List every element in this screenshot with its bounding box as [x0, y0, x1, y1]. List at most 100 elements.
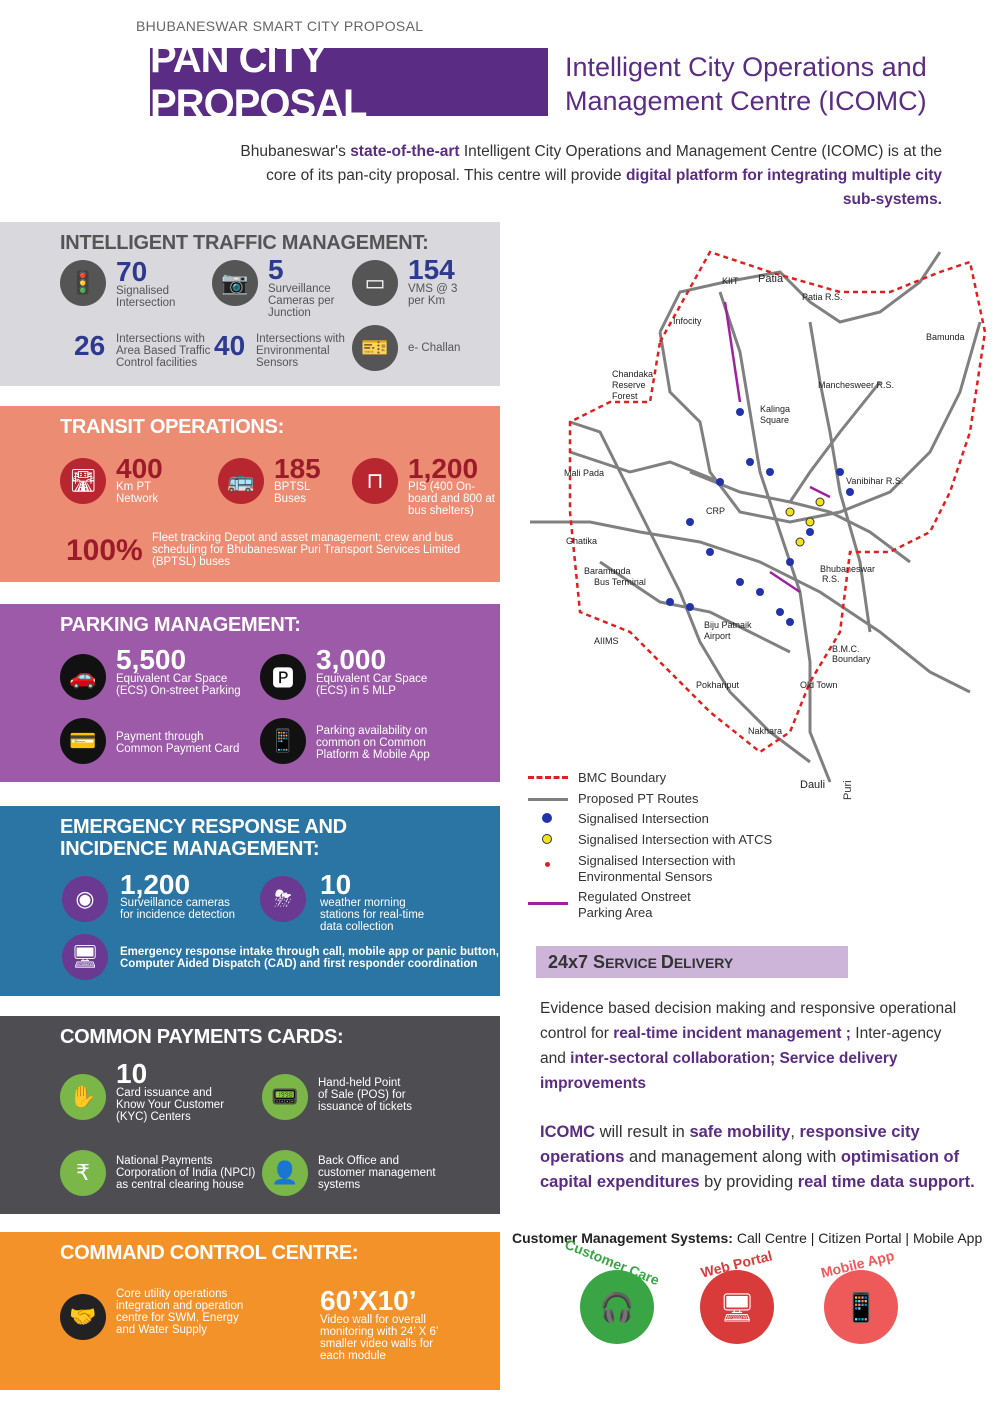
- map-label: Dauli: [800, 779, 825, 791]
- emergency-title-1: EMERGENCY RESPONSE AND: [60, 816, 347, 838]
- payments-stat-10: 10: [116, 1058, 148, 1089]
- bus-icon: 🚌: [218, 458, 264, 504]
- info-sign-icon: ⊓: [352, 458, 398, 504]
- city-map: KIIT Patia Patia R.S. Infocity Chandaka …: [530, 250, 987, 791]
- signalised-intersections: [666, 408, 854, 626]
- map-label: Boundary: [832, 654, 871, 664]
- parking-stat-5500: 5,500: [116, 644, 187, 675]
- subtitle-line-2: Management Centre (ICOMC): [565, 86, 927, 116]
- legend-label: Environmental Sensors: [578, 869, 713, 884]
- emergency-title-2: INCIDENCE MANAGEMENT:: [60, 838, 320, 860]
- subtitle-line-1: Intelligent City Operations and: [565, 52, 927, 82]
- traffic-stat-5: 5: [268, 254, 284, 285]
- traffic-stat-40: 40: [214, 330, 246, 361]
- map-label: Nakhara: [748, 726, 782, 736]
- legend-label: Signalised Intersection with: [578, 853, 736, 868]
- intro-text: Bhubaneswar's: [240, 143, 351, 160]
- parking-desc: Equivalent Car Space(ECS) in 5 MLP: [316, 673, 428, 697]
- intro-text: Intelligent City Operations and Manageme…: [266, 143, 942, 184]
- road-icon: 🛣: [60, 458, 106, 504]
- transit-stat-1200: 1,200: [408, 453, 479, 484]
- map-label: Old Town: [800, 680, 837, 690]
- map-label: Forest: [612, 391, 638, 401]
- computer-icon: 🖥: [700, 1270, 774, 1344]
- atcs-intersections: [785, 497, 825, 547]
- intro-paragraph: Bhubaneswar's state-of-the-art Intellige…: [230, 140, 942, 212]
- emergency-stat-10: 10: [320, 869, 352, 900]
- headset-icon: 🎧: [580, 1270, 654, 1344]
- emergency-stat-1200: 1,200: [120, 869, 191, 900]
- parking-areas: [723, 301, 831, 594]
- intro-highlight: state-of-the-art: [350, 143, 460, 160]
- map-label: KIIT: [722, 276, 739, 286]
- map-label: AIIMS: [594, 636, 619, 646]
- legend-parking-swatch: [528, 902, 568, 905]
- legend-boundary-swatch: [528, 776, 568, 779]
- challan-icon: 🎫: [352, 325, 398, 371]
- operator-desk-icon: 🖥: [62, 934, 108, 980]
- emergency-desc: Emergency response intake through call, …: [120, 946, 499, 970]
- card-hand-icon: ✋: [60, 1074, 106, 1120]
- parking-lot-icon: 🅿: [260, 654, 306, 700]
- map-label-puri: Puri: [842, 780, 854, 800]
- map-label: Patia R.S.: [802, 292, 843, 302]
- storm-cloud-icon: ⛈: [260, 876, 306, 922]
- intro-highlight: digital platform for integrating multipl…: [625, 167, 942, 208]
- map-label: Bhubaneswar: [820, 564, 875, 574]
- map-label: Bamunda: [926, 332, 965, 342]
- camera-icon: 📷: [212, 260, 258, 306]
- service-delivery-heading: 24x7 SERVICE DELIVERY: [536, 946, 848, 978]
- command-title: COMMAND CONTROL CENTRE:: [60, 1242, 359, 1264]
- legend-label: Signalised Intersection: [578, 811, 709, 826]
- map-label: Airport: [704, 631, 731, 641]
- traffic-stat-26: 26: [74, 330, 106, 361]
- mobile-app-icon: 📱: [260, 718, 306, 764]
- legend-route-swatch: [528, 798, 568, 801]
- map-label: Reserve: [612, 380, 646, 390]
- pos-terminal-icon: 📟: [262, 1074, 308, 1120]
- legend-label: Signalised Intersection with ATCS: [578, 832, 773, 847]
- evidence-paragraph: Evidence based decision making and respo…: [540, 1000, 957, 1092]
- page-title: PAN CITY PROPOSAL: [150, 37, 548, 126]
- support-agent-icon: 👤: [262, 1150, 308, 1196]
- traffic-stat-154: 154: [408, 254, 455, 285]
- map-label: Kalinga: [760, 404, 790, 414]
- card-payment-icon: 💳: [60, 718, 106, 764]
- legend-signal-swatch: [542, 813, 552, 823]
- handshake-icon: 🤝: [60, 1294, 106, 1340]
- bmc-boundary: [568, 250, 987, 754]
- traffic-stat-70: 70: [116, 256, 148, 287]
- map-label: Vanibihar R.S.: [846, 476, 903, 486]
- billboard-icon: ▭: [352, 260, 398, 306]
- transit-stat-100: 100%: [66, 534, 143, 567]
- parking-stat-3000: 3,000: [316, 644, 387, 675]
- map-label: CRP: [706, 506, 725, 516]
- map-label: Biju Patnaik: [704, 620, 752, 630]
- map-label: Patia: [758, 273, 784, 285]
- legend-label: Parking Area: [578, 905, 653, 920]
- legend-label: Regulated Onstreet: [578, 889, 691, 904]
- map-label: R.S.: [822, 574, 840, 584]
- legend-sensor-swatch: [545, 862, 550, 867]
- transit-stat-400: 400: [116, 453, 163, 484]
- smartphone-icon: 📱: [824, 1270, 898, 1344]
- map-label: Ghatika: [566, 536, 597, 546]
- page-subtitle: Intelligent City Operations and Manageme…: [565, 50, 995, 118]
- legend-atcs-swatch: [542, 834, 552, 844]
- customer-management-line: Customer Management Systems: Call Centre…: [512, 1230, 983, 1246]
- parking-desc: Equivalent Car Space(ECS) On-street Park…: [116, 673, 241, 697]
